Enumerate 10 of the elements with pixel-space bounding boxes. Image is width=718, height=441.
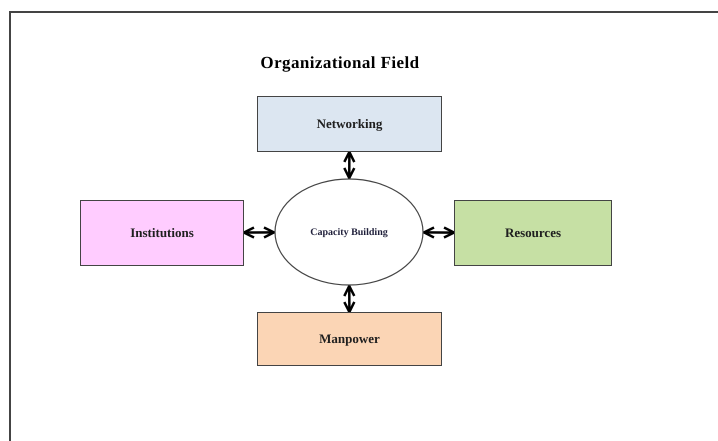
- diagram-title: Organizational Field: [259, 52, 421, 74]
- concept-box: Networking: [257, 96, 442, 152]
- node-label: Capacity Building: [310, 226, 388, 240]
- concept-box: Institutions: [80, 200, 244, 266]
- double-arrow: [422, 226, 456, 239]
- concept-box: Resources: [454, 200, 612, 266]
- concept-box: Manpower: [257, 312, 442, 366]
- double-arrow: [343, 150, 356, 180]
- double-arrow: [343, 284, 356, 314]
- double-arrow: [242, 226, 276, 239]
